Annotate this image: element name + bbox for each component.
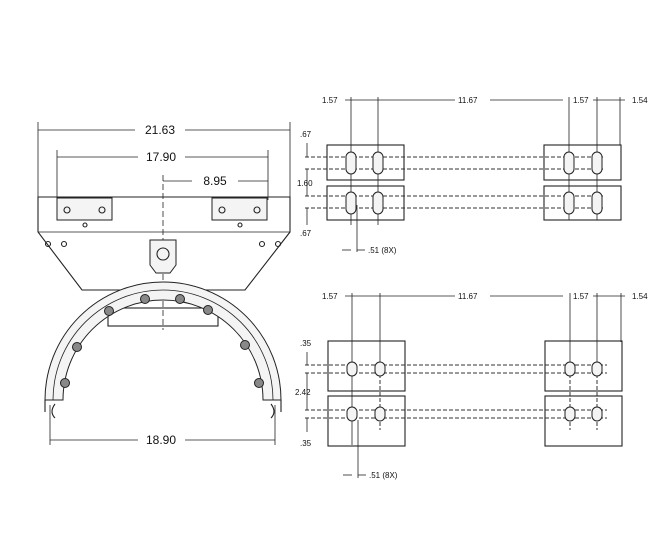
dim-edge: 1.54 bbox=[632, 292, 648, 301]
dim-right: 1.57 bbox=[573, 96, 589, 105]
lifting-hook bbox=[149, 239, 177, 274]
dim-edge: 1.54 bbox=[632, 96, 648, 105]
dim-spacing: 1.60 bbox=[297, 179, 313, 188]
mount-bracket-left bbox=[56, 197, 113, 221]
slot-note: .51 (8X) bbox=[368, 246, 397, 255]
mount-bracket-right bbox=[211, 197, 268, 221]
slot-note: .51 (8X) bbox=[369, 471, 398, 480]
dim-overall-width: 21.63 bbox=[145, 123, 175, 137]
dim-middle: 11.67 bbox=[458, 292, 478, 301]
dim-middle: 11.67 bbox=[458, 96, 478, 105]
dim-left: 1.57 bbox=[322, 96, 338, 105]
front-view: 21.63 17.90 8.95 18.90 bbox=[37, 122, 291, 447]
dim-bottom: .67 bbox=[300, 229, 312, 238]
dim-bottom: .35 bbox=[300, 439, 312, 448]
dim-right: 1.57 bbox=[573, 292, 589, 301]
dim-top: .67 bbox=[300, 130, 312, 139]
arch-bolts bbox=[60, 294, 264, 388]
dim-spacing: 2.42 bbox=[295, 388, 311, 397]
dim-inner-span: 18.90 bbox=[146, 433, 176, 447]
top-view-holes: 1.57 11.67 1.57 1.54 .35 2.42 .35 .51 (8… bbox=[295, 292, 648, 480]
dim-center-offset: 8.95 bbox=[203, 174, 227, 188]
top-view-slots: 1.57 11.67 1.57 1.54 .67 1.60 .67 .51 (8… bbox=[297, 96, 648, 255]
dim-top: .35 bbox=[300, 339, 312, 348]
dim-left: 1.57 bbox=[322, 292, 338, 301]
dim-mount-spacing: 17.90 bbox=[146, 150, 176, 164]
